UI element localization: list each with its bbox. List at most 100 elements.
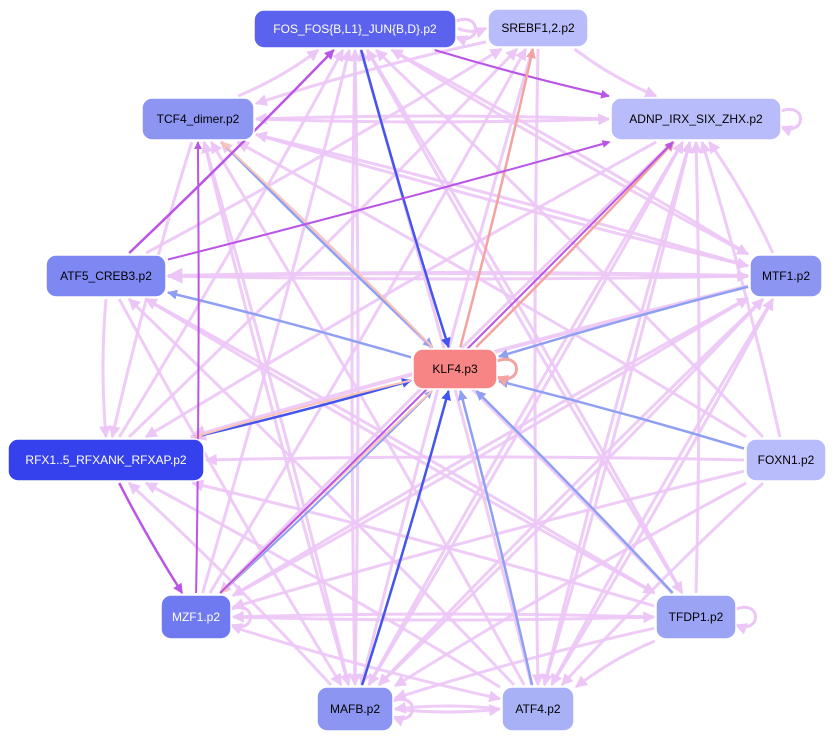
node-foxn1: FOXN1.p2 <box>745 438 827 482</box>
node-label-atf4: ATF4.p2 <box>515 702 560 716</box>
edge-adnp-to-rfx <box>144 140 657 439</box>
edge-atf4-to-tcf4 <box>210 140 526 686</box>
node-box-tfdp1 <box>655 594 737 640</box>
node-label-atf5: ATF5_CREB3.p2 <box>60 269 152 283</box>
edge-mzf1-to-fos <box>201 48 353 594</box>
node-tfdp1: TFDP1.p2 <box>655 594 737 640</box>
edge-adnp-to-atf4 <box>541 141 692 687</box>
edge-tcf4-to-klf4 <box>220 141 434 348</box>
edge-foxn1-to-mzf1 <box>231 469 745 610</box>
edge-tcf4-to-fos <box>237 48 320 98</box>
edge-tfdp1-to-klf4 <box>475 390 674 594</box>
edge-atf4-to-klf4 <box>457 390 534 686</box>
node-atf5: ATF5_CREB3.p2 <box>45 254 167 298</box>
edge-atf5-to-fos <box>128 49 335 254</box>
edge-rfx-to-klf4 <box>193 378 412 439</box>
edge-mtf1-to-adnp <box>707 141 775 254</box>
node-box-srebf <box>487 8 589 48</box>
node-box-atf4 <box>501 686 575 732</box>
node-label-klf4: KLF4.p3 <box>432 362 478 376</box>
edge-mzf1-to-tfdp1 <box>232 611 656 624</box>
edge-adnp-to-tcf4 <box>254 112 610 125</box>
edge-fos-to-srebf <box>457 26 488 39</box>
edge-mzf1-to-klf4 <box>220 390 433 594</box>
node-box-rfx <box>7 438 205 482</box>
edge-fos-to-mafb <box>348 49 361 687</box>
node-fos: FOS_FOS{B,L1}_JUN{B,D}.p2 <box>253 9 457 49</box>
node-mtf1: MTF1.p2 <box>749 254 823 298</box>
edge-tfdp1-to-rfx <box>191 479 655 608</box>
node-label-adnp: ADNP_IRX_SIX_ZHX.p2 <box>629 112 763 126</box>
node-mafb: MAFB.p2 <box>316 686 394 732</box>
edge-mtf1-to-atf5 <box>166 267 749 284</box>
node-label-mtf1: MTF1.p2 <box>762 269 810 283</box>
edge-atf5-to-mafb <box>117 298 343 687</box>
node-label-foxn1: FOXN1.p2 <box>758 453 815 467</box>
node-box-tcf4 <box>141 97 255 141</box>
edge-mzf1-to-mtf1 <box>232 296 750 597</box>
node-box-fos <box>253 9 457 49</box>
edge-atf5-to-mtf1 <box>167 270 750 283</box>
edge-tcf4-to-adnp <box>255 113 611 126</box>
edge-rfx-to-mzf1 <box>118 482 184 594</box>
edge-klf4-to-srebf <box>459 48 536 348</box>
node-label-fos: FOS_FOS{B,L1}_JUN{B,D}.p2 <box>273 22 437 36</box>
node-klf4: KLF4.p3 <box>412 348 498 390</box>
self-loop-mafb <box>391 697 414 727</box>
edge-foxn1-to-rfx <box>204 453 745 466</box>
edge-mafb-to-fos <box>349 48 362 686</box>
node-label-srebf: SREBF1,2.p2 <box>501 21 575 35</box>
node-box-mtf1 <box>749 254 823 298</box>
node-label-mzf1: MZF1.p2 <box>172 610 220 624</box>
self-loop-mzf1 <box>229 605 252 635</box>
edge-adnp-to-mafb <box>367 141 684 687</box>
edge-tfdp1-to-mzf1 <box>231 610 655 623</box>
edge-mafb-to-mtf1 <box>377 297 765 687</box>
edge-atf5-to-adnp <box>167 140 611 261</box>
node-box-adnp <box>610 97 782 141</box>
edge-tfdp1-to-mafb <box>393 626 655 701</box>
self-loop-klf4 <box>495 357 518 387</box>
edge-srebf-to-atf4 <box>531 48 544 687</box>
edge-foxn1-to-klf4 <box>498 378 745 450</box>
self-loop-adnp <box>779 107 802 137</box>
node-srebf: SREBF1,2.p2 <box>487 8 589 48</box>
node-atf4: ATF4.p2 <box>501 686 575 732</box>
node-box-mafb <box>316 686 394 732</box>
self-loop-fos <box>454 17 477 47</box>
edge-tfdp1-to-atf4 <box>575 639 656 689</box>
edge-atf4-to-rfx <box>144 481 501 689</box>
edge-mtf1-to-atf4 <box>550 298 775 687</box>
edge-mzf1-to-tcf4 <box>193 141 202 594</box>
edge-atf4-to-mtf1 <box>550 297 775 686</box>
edge-layer <box>99 26 782 717</box>
node-rfx: RFX1..5_RFXANK_RFXAP.p2 <box>7 438 205 482</box>
edge-atf4-to-atf5 <box>127 297 516 687</box>
edge-srebf-to-adnp <box>573 47 658 98</box>
edge-mtf1-to-fos <box>390 48 749 256</box>
self-loop-layer <box>229 17 802 727</box>
edge-klf4-to-tcf4 <box>220 141 434 348</box>
edge-mtf1-to-klf4 <box>498 285 749 359</box>
edge-foxn1-to-tcf4 <box>236 140 748 439</box>
node-box-atf5 <box>45 254 167 298</box>
edge-tfdp1-to-fos <box>365 48 684 594</box>
edge-klf4-to-adnp <box>475 141 675 348</box>
self-loop-tfdp1 <box>734 605 757 635</box>
node-box-klf4 <box>412 348 498 390</box>
node-mzf1: MZF1.p2 <box>160 594 232 640</box>
node-adnp: ADNP_IRX_SIX_ZHX.p2 <box>610 97 782 141</box>
node-box-mzf1 <box>160 594 232 640</box>
node-label-tcf4: TCF4_dimer.p2 <box>157 112 240 126</box>
edge-fos-to-adnp <box>434 48 610 99</box>
edge-srebf-to-tcf4 <box>254 40 487 106</box>
node-label-tfdp1: TFDP1.p2 <box>669 610 724 624</box>
edge-fos-to-tfdp1 <box>365 49 684 595</box>
node-label-rfx: RFX1..5_RFXANK_RFXAP.p2 <box>25 453 187 467</box>
edge-mtf1-to-mafb <box>377 297 765 687</box>
edge-klf4-to-rfx <box>193 379 412 439</box>
edge-atf5-to-rfx <box>99 298 112 439</box>
node-tcf4: TCF4_dimer.p2 <box>141 97 255 141</box>
edge-mafb-to-adnp <box>367 140 685 686</box>
